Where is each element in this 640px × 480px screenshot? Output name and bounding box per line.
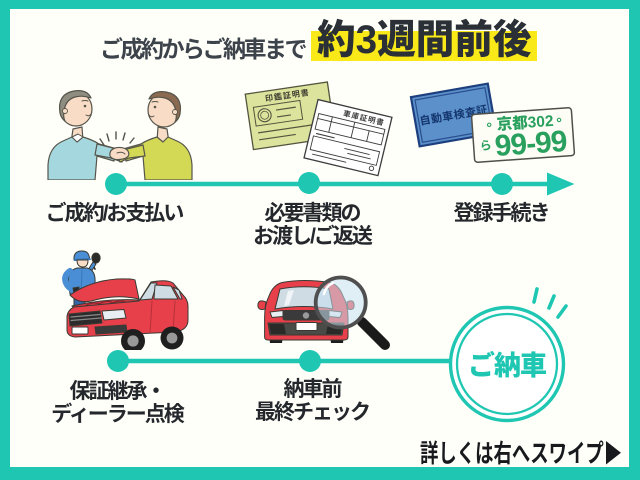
svg-text:99-99: 99-99 bbox=[494, 125, 568, 163]
svg-text:ら: ら bbox=[479, 138, 492, 153]
svg-text:京都302: 京都302 bbox=[496, 112, 554, 134]
